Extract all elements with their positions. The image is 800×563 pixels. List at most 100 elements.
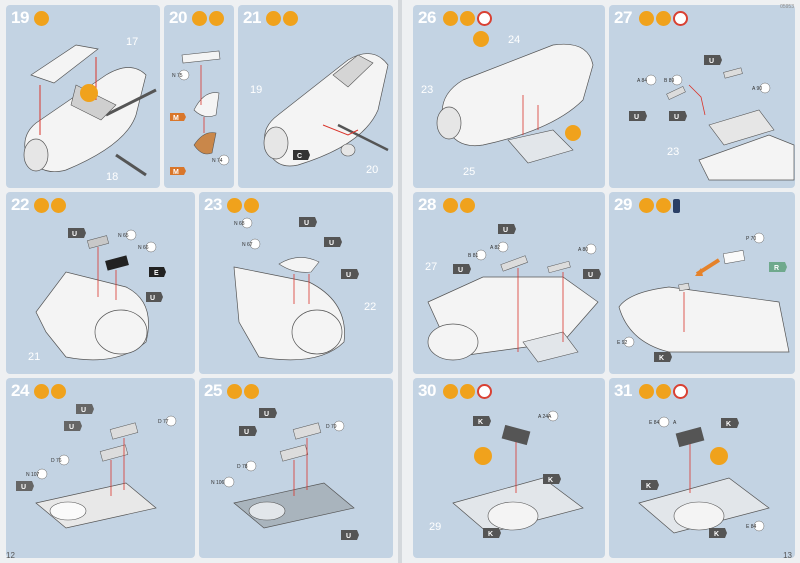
paint-badges — [639, 198, 680, 213]
paint-icon — [266, 11, 281, 26]
step-number: 23 — [204, 195, 222, 214]
step-number: 26 — [418, 8, 436, 27]
paint-badges — [192, 11, 224, 26]
paint-badges — [443, 384, 492, 399]
paint-code: K — [714, 531, 719, 538]
paint-icon — [639, 198, 654, 213]
paint-code: M — [173, 169, 179, 176]
step-number: 20 — [169, 8, 187, 27]
part-number: 24 — [508, 34, 520, 46]
part-number: A — [673, 420, 677, 426]
assembly-drawing: N 68 N 67 U U U 22 — [233, 217, 376, 361]
step-number: 27 — [614, 8, 632, 27]
paint-badges — [227, 198, 259, 213]
paint-code: U — [264, 411, 269, 418]
part-number: N 74 — [212, 158, 223, 164]
paint-icon — [34, 384, 49, 399]
part-number: 17 — [126, 36, 138, 48]
assembly-drawing: U D 79 U D 78 N 106 U — [211, 408, 359, 540]
page-number-left: 12 — [6, 551, 15, 560]
part-number: D 78 — [237, 464, 248, 470]
paint-code: R — [774, 265, 779, 272]
step-number: 22 — [11, 195, 29, 214]
paint-badges — [443, 11, 492, 26]
step-19-panel: 19 17 18 — [6, 5, 160, 188]
paint-code: K — [478, 419, 483, 426]
assembly-drawing: 17 18 — [23, 36, 157, 183]
assembly-drawing: N 75 M N 74 M — [170, 50, 230, 176]
paint-badges — [227, 384, 259, 399]
assembly-drawing: E 84 A K K K E 84 — [638, 416, 770, 538]
part-number: 18 — [106, 171, 118, 183]
paint-icon — [227, 198, 242, 213]
paint-icon — [443, 11, 458, 26]
paint-code: U — [346, 272, 351, 279]
part-number: 21 — [28, 351, 40, 363]
part-number: 27 — [425, 261, 437, 273]
glue-icon — [244, 384, 259, 399]
paint-code: U — [21, 484, 26, 491]
paint-icon — [443, 384, 458, 399]
paint-icon — [34, 198, 49, 213]
part-number: A 84 — [637, 78, 647, 84]
assembly-drawing: U D 77 U D 76 N 107 U — [16, 404, 177, 529]
paint-code: U — [588, 272, 593, 279]
step-number: 21 — [243, 8, 261, 27]
paint-badges — [34, 198, 66, 213]
part-number: N 67 — [242, 242, 253, 248]
paint-code: C — [297, 153, 302, 160]
step-30-panel: 30 K A 24A K K 29 — [413, 378, 605, 558]
part-number: A 82 — [490, 245, 500, 251]
paint-icon — [227, 384, 242, 399]
part-number: D 79 — [326, 424, 337, 430]
clock-icon — [477, 384, 492, 399]
paint-bottle-icon — [673, 199, 680, 213]
paint-badges — [639, 11, 688, 26]
part-number: P 70 — [746, 236, 756, 242]
part-number: B 81 — [468, 253, 479, 259]
glue-icon — [51, 384, 66, 399]
assembly-drawing: P 70 R E 92 K — [617, 232, 790, 362]
step-number: 29 — [614, 195, 632, 214]
step-28-panel: 28 U A 82 B 81 A 80 U U 27 — [413, 192, 605, 374]
paint-code: K — [659, 355, 664, 362]
paint-code: U — [674, 114, 679, 121]
assembly-drawing: U A 82 B 81 A 80 U U 27 — [425, 224, 601, 363]
assembly-drawing: U A 84 B 89 A 90 U U 23 — [629, 55, 795, 181]
paint-code: U — [503, 227, 508, 234]
paint-code: U — [346, 533, 351, 540]
paint-code: U — [244, 429, 249, 436]
part-number: N 106 — [211, 480, 225, 486]
step-27-panel: 27 U A 84 B 89 A 90 U U 23 — [609, 5, 795, 188]
part-number: N 66 — [138, 245, 149, 251]
paint-badges — [34, 11, 49, 26]
step-number: 24 — [11, 381, 29, 400]
paint-code: U — [458, 267, 463, 274]
clock-icon — [477, 11, 492, 26]
part-number: 29 — [429, 521, 441, 533]
step-22-panel: 22 U N 65 N 66 E U 21 — [6, 192, 195, 374]
clock-icon — [673, 384, 688, 399]
step-23-panel: 23 N 68 N 67 U U U 22 — [199, 192, 393, 374]
step-24-panel: 24 U D 77 U D 76 N 107 U — [6, 378, 195, 558]
paint-code: K — [488, 531, 493, 538]
paint-icon — [639, 384, 654, 399]
paint-badges — [639, 384, 688, 399]
step-number: 28 — [418, 195, 436, 214]
assembly-drawing: 19 C 20 — [250, 53, 389, 176]
paint-code: U — [329, 240, 334, 247]
glue-icon — [51, 198, 66, 213]
part-number: N 68 — [234, 221, 245, 227]
part-number: A 80 — [578, 247, 588, 253]
part-number: 22 — [364, 301, 376, 313]
part-number: N 65 — [118, 233, 129, 239]
part-number: E 92 — [617, 340, 628, 346]
glue-icon — [656, 384, 671, 399]
step-number: 30 — [418, 381, 436, 400]
step-number: 31 — [614, 381, 632, 400]
paint-code: E — [154, 270, 159, 277]
paint-icon — [192, 11, 207, 26]
step-20-panel: 20 N 75 M N 74 M — [164, 5, 234, 188]
part-number: N 107 — [26, 472, 40, 478]
paint-code: K — [646, 483, 651, 490]
